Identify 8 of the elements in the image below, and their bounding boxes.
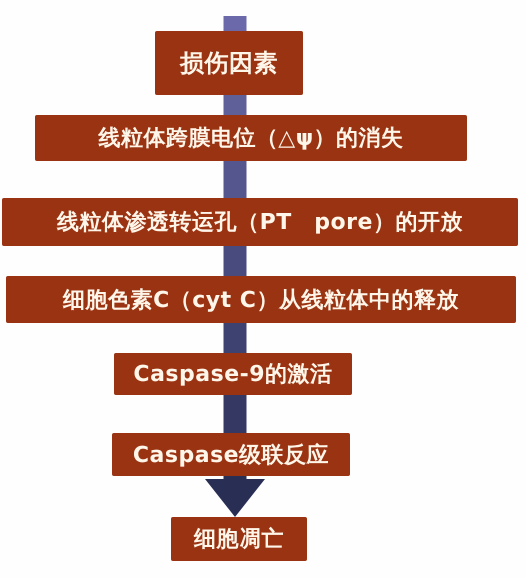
process-box: 细胞凋亡 bbox=[171, 517, 307, 561]
process-box: 线粒体渗透转运孔（PT pore）的开放 bbox=[2, 198, 518, 246]
arrow bbox=[205, 476, 265, 517]
process-box: Caspase级联反应 bbox=[112, 433, 350, 476]
process-box: 细胞色素C（cyt C）从线粒体中的释放 bbox=[6, 276, 516, 323]
process-box: Caspase-9的激活 bbox=[114, 353, 352, 395]
process-box: 线粒体跨膜电位（△ψ）的消失 bbox=[35, 115, 467, 161]
process-box: 损伤因素 bbox=[155, 31, 303, 95]
